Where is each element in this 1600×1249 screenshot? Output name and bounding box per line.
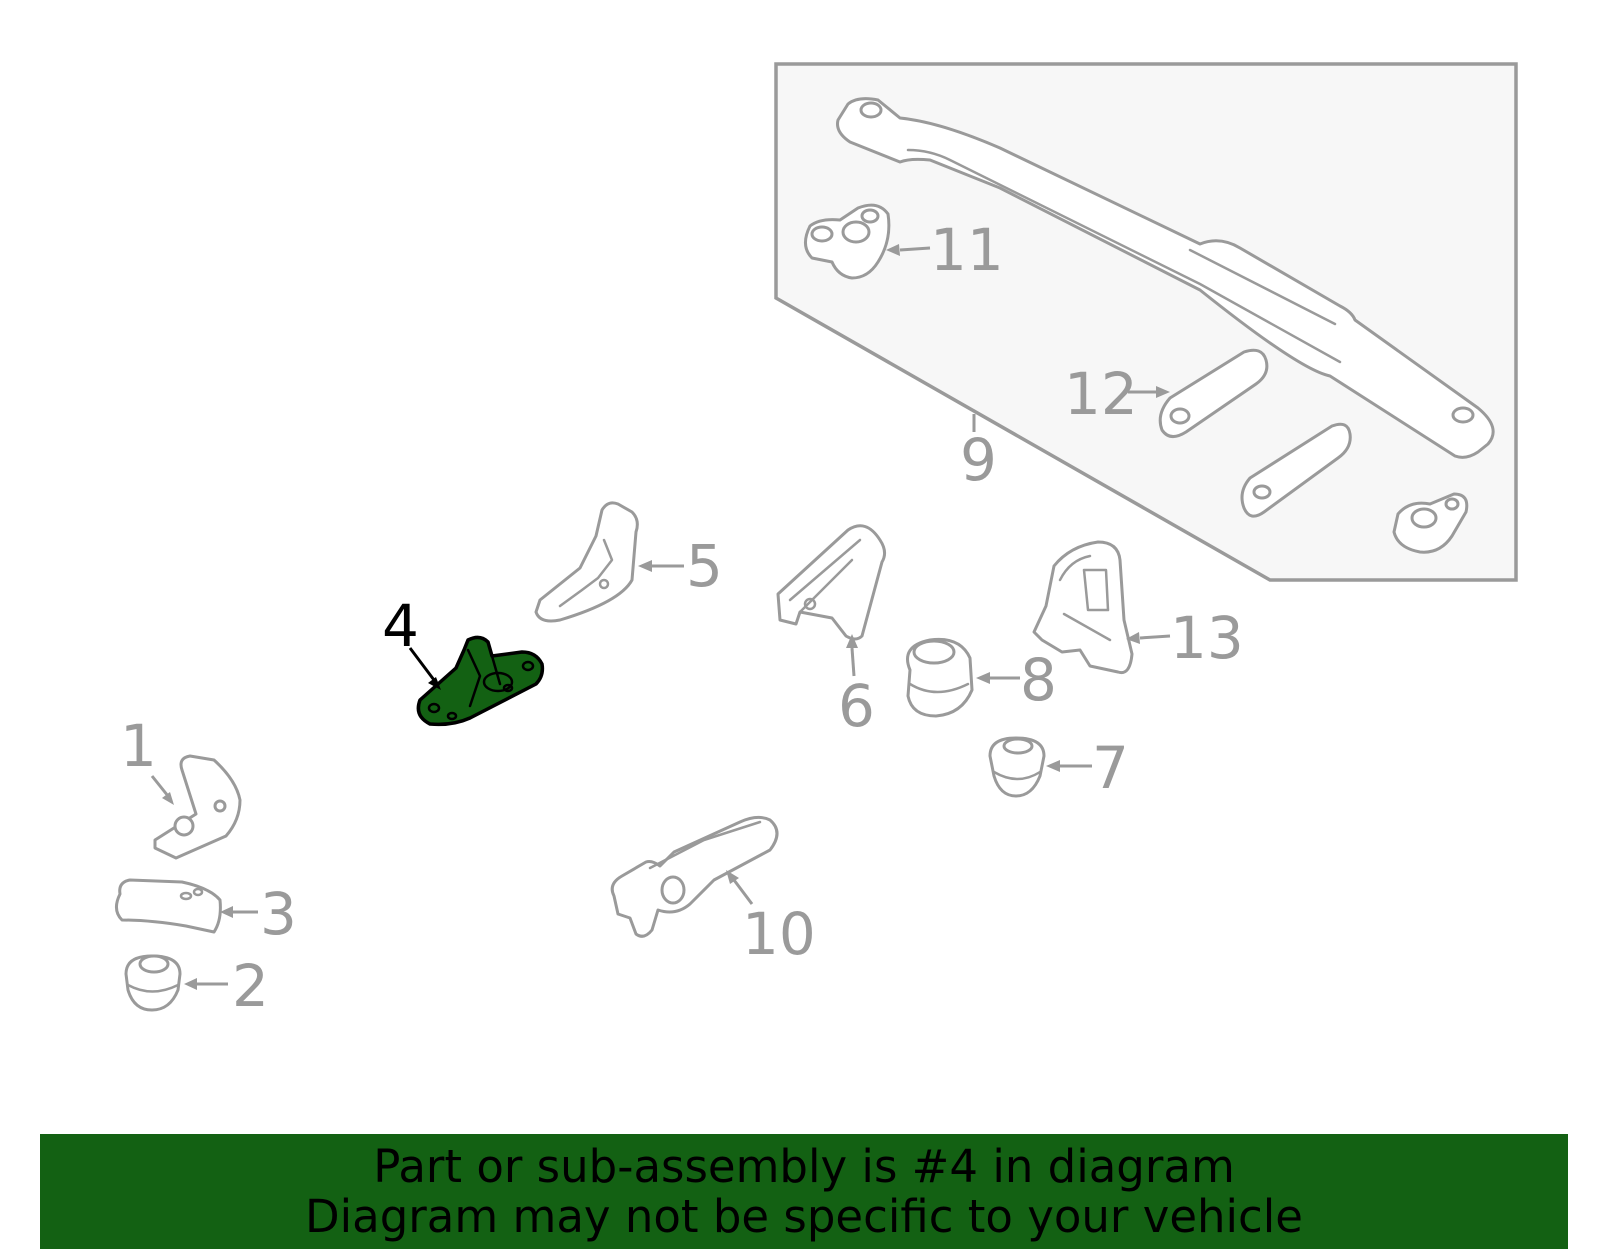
part-6-bracket[interactable] (776, 524, 887, 641)
part-2-bushing[interactable] (124, 954, 182, 1012)
callout-5: 5 (686, 532, 723, 600)
callout-labels: 1 2 3 4 5 6 7 8 9 10 11 12 13 (120, 216, 1244, 1020)
info-banner: Part or sub-assembly is #4 in diagram Di… (40, 1134, 1568, 1249)
leader-lines (150, 244, 1171, 990)
part-13-mount[interactable] (1032, 540, 1134, 675)
callout-12: 12 (1064, 360, 1138, 428)
callout-11: 11 (930, 216, 1004, 284)
part-12-bracket[interactable] (1158, 348, 1269, 438)
callout-8: 8 (1020, 646, 1057, 714)
part-1-bracket[interactable] (153, 754, 242, 860)
crossmember-beam[interactable] (836, 97, 1495, 459)
banner-line-disclaimer: Diagram may not be specific to your vehi… (305, 1189, 1303, 1243)
part-7-bushing[interactable] (988, 736, 1046, 798)
callout-6: 6 (838, 672, 875, 740)
callout-10: 10 (742, 900, 816, 968)
callout-1: 1 (120, 712, 157, 780)
part-5-bracket[interactable] (534, 501, 639, 623)
inset-small-mount[interactable] (1392, 492, 1469, 554)
part-10-torque-rod[interactable] (610, 815, 779, 938)
callout-13: 13 (1170, 604, 1244, 672)
part-11-mount[interactable] (804, 203, 891, 280)
part-4-mount-highlighted[interactable] (416, 635, 545, 727)
callout-3: 3 (260, 880, 297, 948)
callout-4: 4 (382, 592, 419, 660)
part-3-pad[interactable] (115, 878, 222, 934)
callout-2: 2 (232, 952, 269, 1020)
callout-9: 9 (960, 426, 997, 494)
part-8-bushing[interactable] (906, 637, 974, 718)
callout-7: 7 (1092, 734, 1129, 802)
banner-line-part: Part or sub-assembly is #4 in diagram (373, 1139, 1235, 1193)
inset-lower-bracket[interactable] (1240, 422, 1352, 518)
